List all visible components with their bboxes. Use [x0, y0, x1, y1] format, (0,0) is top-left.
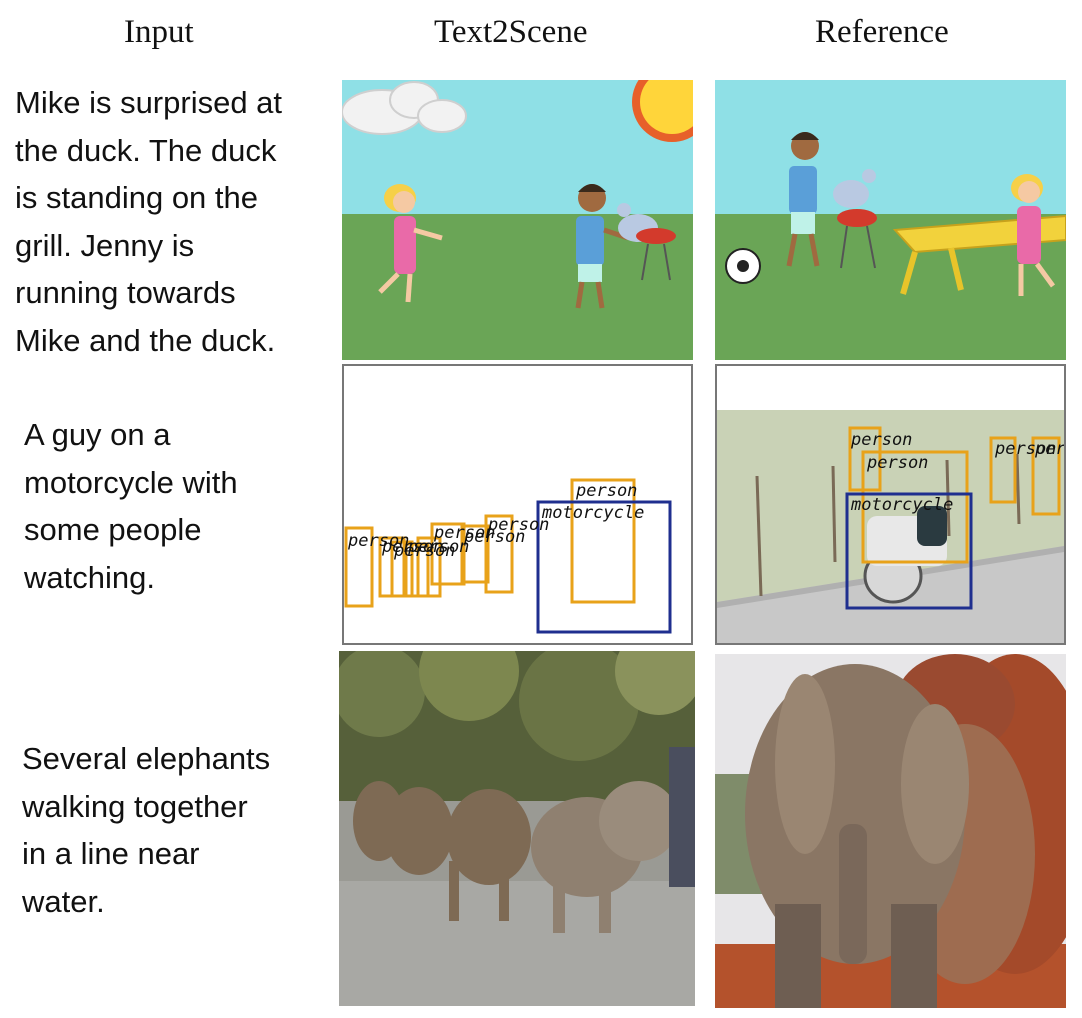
jenny-figure — [1011, 174, 1056, 296]
soccer-ball-icon — [725, 248, 761, 284]
person-box — [989, 436, 1017, 504]
label-big-person: person — [575, 481, 637, 501]
jenny-figure — [378, 184, 443, 303]
duck-on-grill — [617, 203, 676, 281]
duck-on-grill — [833, 169, 877, 269]
label-motorcycle: motorcycle — [850, 495, 953, 515]
label-person-2: person — [866, 453, 928, 473]
row3-input-text: Several elephants walking together in a … — [22, 741, 271, 919]
big-person-box — [570, 478, 636, 604]
row2-input-text: A guy on a motorcycle with some people w… — [24, 417, 238, 595]
label-person-1: person — [347, 531, 409, 551]
motorcycle-box — [536, 500, 672, 634]
row3-reference-image — [715, 654, 1066, 1008]
header-input: Input — [124, 14, 194, 50]
label-motorcycle: motorcycle — [541, 503, 644, 523]
row2-reference-image: person person motorcycle person person — [715, 364, 1066, 645]
label-person-6: person — [463, 527, 525, 547]
mike-figure — [786, 132, 820, 267]
person-box — [1031, 436, 1061, 516]
person-box — [861, 450, 969, 564]
row1-reference-image — [715, 80, 1066, 360]
person-box — [848, 426, 882, 492]
person-box — [416, 536, 442, 598]
sun-icon — [632, 80, 693, 142]
elephant-group — [745, 654, 1066, 1008]
label-person-5: person — [433, 523, 495, 543]
label-person-3: person — [393, 541, 455, 561]
label-person-7: person — [487, 515, 549, 535]
label-person-2: person — [381, 537, 443, 557]
person-box — [344, 526, 374, 608]
row1-text2scene-image — [342, 80, 693, 360]
person-box — [390, 540, 414, 598]
person-box — [484, 514, 514, 594]
motorcycle-box — [845, 492, 973, 610]
row2-text2scene-layout: person person person person person perso… — [342, 364, 693, 645]
cloud-icon — [342, 81, 467, 135]
label-person-3: person — [994, 439, 1056, 459]
mike-figure — [575, 184, 629, 309]
person-box — [460, 524, 490, 584]
row3-text2scene-image — [339, 651, 695, 1006]
elephant-group — [353, 781, 679, 933]
header-text2scene: Text2Scene — [434, 14, 588, 50]
label-person-4: person — [407, 537, 469, 557]
row1-input-text: Mike is surprised at the duck. The duck … — [15, 85, 283, 358]
label-person-4: person — [1034, 439, 1064, 459]
label-person-1: person — [850, 430, 912, 450]
person-box — [430, 522, 466, 586]
header-reference: Reference — [815, 14, 949, 50]
